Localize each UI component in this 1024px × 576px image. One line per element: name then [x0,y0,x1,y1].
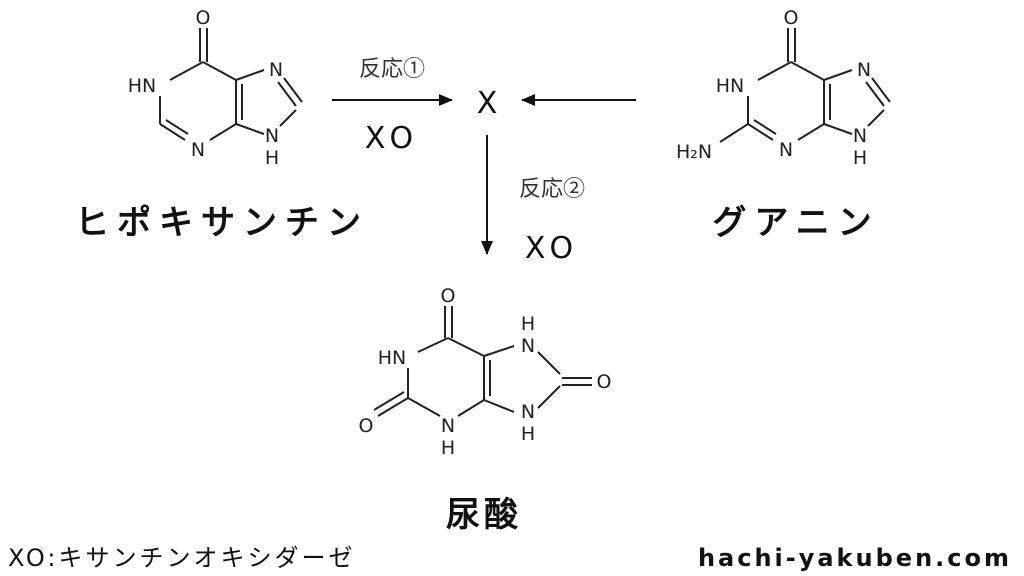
atom-label: N [857,59,871,81]
atom-label: H [521,313,535,335]
atom-label: N [521,335,535,357]
reaction2-label: 反応② [519,177,585,202]
legend-text: XO:キサンチンオキシダーゼ [8,544,355,572]
uric-acid-structure: O HN O N H H N N H O [359,285,612,459]
atom-label: N [521,401,535,423]
reaction1-label: 反応① [359,57,425,82]
atom-label: HN [716,75,745,97]
guanine-name: グアニン [712,203,879,243]
atom-label: H [441,437,455,459]
guanine-structure: O HN N N N H H₂N [676,7,891,169]
atom-label: O [441,285,456,307]
uric-acid-name: 尿酸 [446,495,522,535]
atom-label: O [784,7,799,29]
atom-label: N [269,59,283,81]
atom-label: N [779,139,793,161]
reaction1-enzyme: XO [365,121,419,156]
atom-label: N [191,139,205,161]
atom-label: H [853,147,867,169]
watermark: hachi-yakuben.com [698,544,1012,572]
intermediate-x: X [477,86,498,121]
hypoxanthine-name: ヒポキサンチン [75,203,369,243]
atom-label: HN [378,347,407,369]
hypoxanthine-structure: O HN N N N H [128,7,303,169]
atom-label: O [359,415,374,437]
atom-label: N [265,125,279,147]
atom-label: H [265,147,279,169]
reaction2-enzyme: XO [525,231,579,266]
atom-label: H₂N [676,141,712,163]
atom-label: N [853,125,867,147]
atom-label: O [597,371,612,393]
atom-label: O [196,7,211,29]
atom-label: H [521,423,535,445]
atom-label: HN [128,75,157,97]
atom-label: N [441,415,455,437]
